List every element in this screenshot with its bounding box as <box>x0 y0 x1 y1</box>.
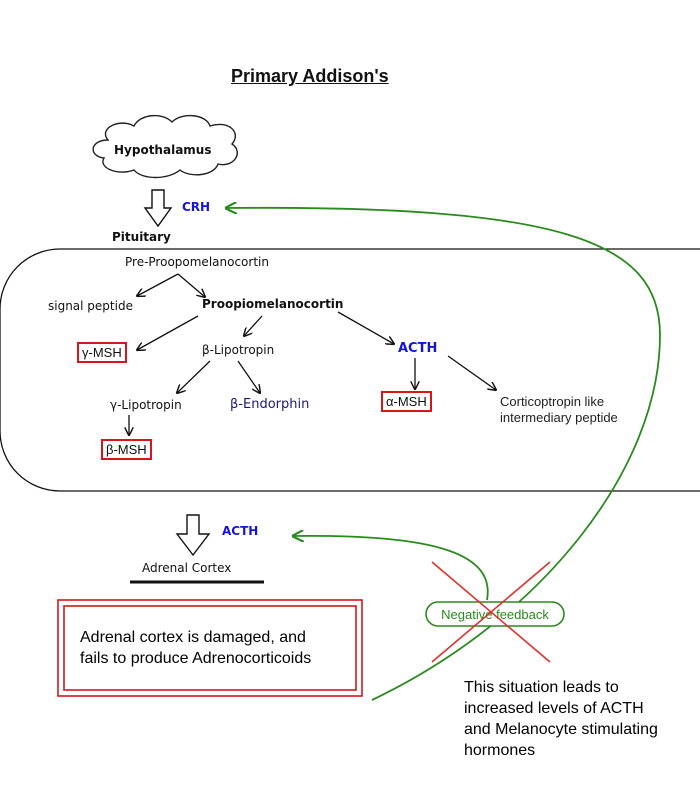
arrow-pomc-to-blip <box>244 315 263 336</box>
arrow-pomc-to-gmsh <box>137 315 199 350</box>
arrow-blip-to-bend <box>237 360 260 393</box>
situation-note-line3: and Melanocyte stimulating <box>464 721 658 738</box>
gamma-lipotropin-label: γ-Lipotropin <box>110 398 182 412</box>
adrenal-cortex-label: Adrenal Cortex <box>142 561 232 575</box>
feedback-curve-to-acth <box>293 536 489 601</box>
damaged-note-line2: fails to produce Adrenocorticoids <box>80 650 312 667</box>
arrow-blip-to-glip <box>177 360 211 393</box>
hollow-arrow-crh <box>143 189 173 228</box>
situation-note: This situation leads to increased levels… <box>464 677 658 761</box>
negative-feedback-label: Negative feedback <box>441 607 549 622</box>
arrow-acth-to-clip <box>447 355 496 390</box>
pre-pomc-label: Pre-Proopomelanocortin <box>125 255 269 269</box>
beta-msh-box: β-MSH <box>101 439 152 460</box>
beta-lipotropin-label: β-Lipotropin <box>202 343 275 357</box>
arrow-pre-to-pomc <box>177 273 205 297</box>
hypothalamus-cloud <box>92 115 238 179</box>
crh-label: CRH <box>182 200 211 214</box>
pomc-label: Proopiomelanocortin <box>202 297 344 311</box>
gamma-msh-box: γ-MSH <box>77 342 127 363</box>
acth-inner-label: ACTH <box>398 341 438 356</box>
arrow-pomc-to-acth <box>337 311 394 344</box>
damaged-box-outer <box>57 599 363 697</box>
negative-feedback-pill <box>425 601 565 627</box>
acth-outer-label: ACTH <box>222 524 259 538</box>
arrow-pre-to-signal <box>137 273 179 296</box>
alpha-msh-box: α-MSH <box>381 391 432 412</box>
signal-peptide-label: signal peptide <box>48 299 133 313</box>
pituitary-region <box>0 248 700 492</box>
situation-note-line1: This situation leads to <box>464 679 619 696</box>
hypothalamus-label: Hypothalamus <box>114 143 212 157</box>
page-title: Primary Addison's <box>231 66 389 86</box>
beta-endorphin-label: β-Endorphin <box>230 397 310 412</box>
situation-note-line2: increased levels of ACTH <box>464 700 644 717</box>
pituitary-label: Pituitary <box>112 230 171 244</box>
clip-label-line2: intermediary peptide <box>500 410 618 425</box>
hollow-arrow-acth <box>175 514 211 557</box>
situation-note-line4: hormones <box>464 742 536 759</box>
clip-label-line1: Corticoptropin like <box>500 394 605 409</box>
damaged-note-line1: Adrenal cortex is damaged, and <box>80 629 306 646</box>
damaged-box-inner <box>63 605 357 691</box>
cross-line-b <box>431 561 551 663</box>
damaged-note: Adrenal cortex is damaged, and fails to … <box>80 627 311 669</box>
